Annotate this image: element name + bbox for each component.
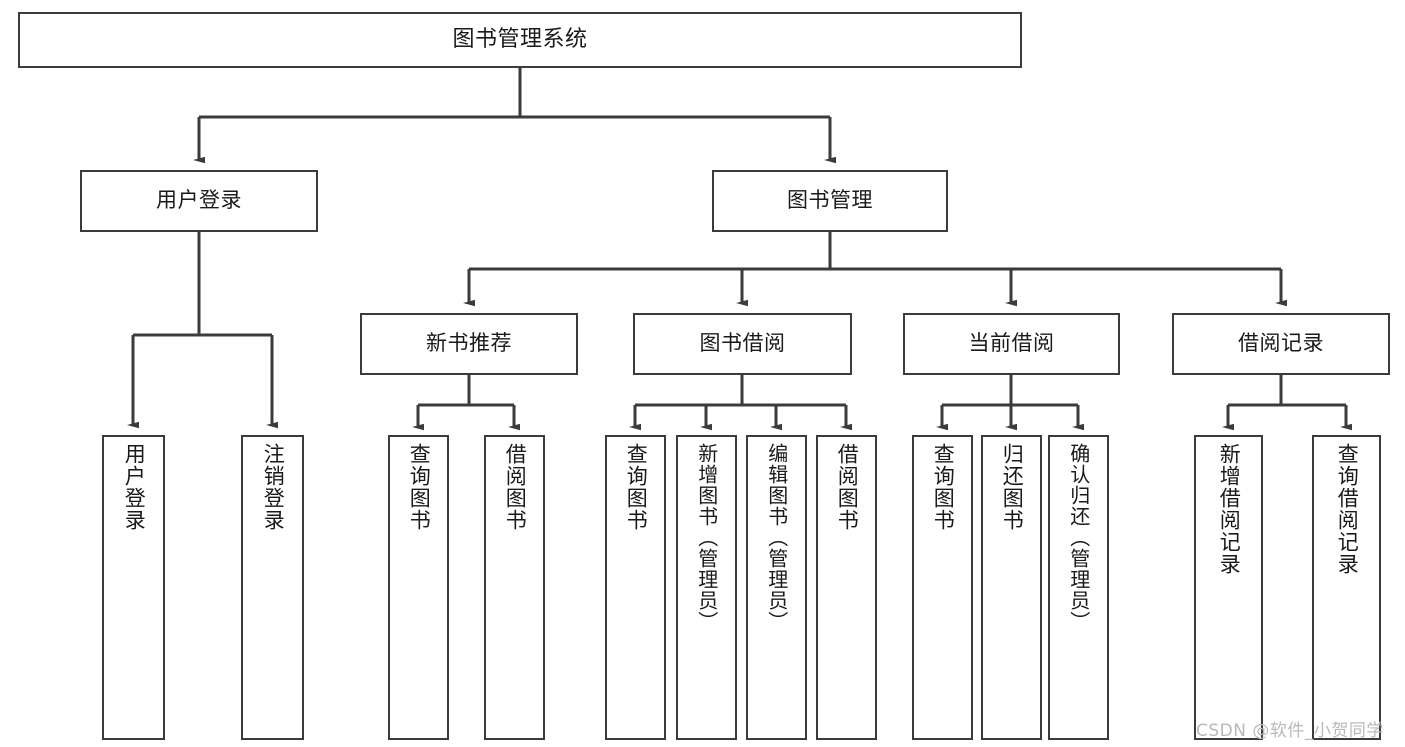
node-label: 当前借阅	[968, 331, 1055, 356]
node-user-login[interactable]: 用户登录	[80, 170, 318, 232]
node-label: 借阅图书	[835, 443, 860, 531]
node-label: 借阅记录	[1238, 331, 1324, 356]
leaf-logout-login[interactable]: 注销登录	[241, 435, 304, 740]
leaf-query-book-recommend[interactable]: 查询图书	[388, 435, 449, 740]
node-book-borrow[interactable]: 图书借阅	[633, 313, 852, 375]
node-current-borrow[interactable]: 当前借阅	[903, 313, 1120, 375]
leaf-borrow-book[interactable]: 借阅图书	[816, 435, 877, 740]
node-label: 图书管理	[787, 188, 873, 213]
node-label: 编辑图书（管理员）	[764, 443, 789, 632]
node-label: 注销登录	[261, 443, 286, 531]
leaf-borrow-book-recommend[interactable]: 借阅图书	[484, 435, 545, 740]
node-label: 用户登录	[156, 188, 242, 213]
node-label: 图书借阅	[699, 331, 786, 356]
node-label: 确认归还（管理员）	[1066, 443, 1091, 632]
node-root-book-management-system[interactable]: 图书管理系统	[18, 12, 1022, 68]
node-label: 归还图书	[1000, 443, 1025, 531]
node-label: 查询图书	[407, 443, 432, 531]
node-label: 借阅图书	[503, 443, 528, 531]
leaf-query-borrow-record[interactable]: 查询借阅记录	[1312, 435, 1381, 740]
node-label: 新增借阅记录	[1217, 443, 1242, 575]
node-label: 新增图书（管理员）	[694, 443, 719, 632]
node-new-book-recommend[interactable]: 新书推荐	[360, 313, 578, 375]
leaf-edit-book-admin[interactable]: 编辑图书（管理员）	[746, 435, 807, 740]
leaf-user-login[interactable]: 用户登录	[102, 435, 165, 740]
node-borrow-record[interactable]: 借阅记录	[1172, 313, 1390, 375]
node-label: 用户登录	[122, 443, 147, 531]
leaf-query-book-borrow[interactable]: 查询图书	[605, 435, 666, 740]
leaf-add-borrow-record[interactable]: 新增借阅记录	[1194, 435, 1263, 740]
node-label: 查询图书	[624, 443, 649, 531]
node-label: 新书推荐	[426, 331, 512, 356]
leaf-query-book-current[interactable]: 查询图书	[912, 435, 973, 740]
node-book-management[interactable]: 图书管理	[712, 170, 948, 232]
leaf-return-book[interactable]: 归还图书	[981, 435, 1042, 740]
node-label: 查询图书	[931, 443, 956, 531]
node-label: 图书管理系统	[452, 26, 588, 52]
leaf-confirm-return-admin[interactable]: 确认归还（管理员）	[1048, 435, 1109, 740]
node-label: 查询借阅记录	[1335, 443, 1360, 575]
leaf-add-book-admin[interactable]: 新增图书（管理员）	[676, 435, 737, 740]
